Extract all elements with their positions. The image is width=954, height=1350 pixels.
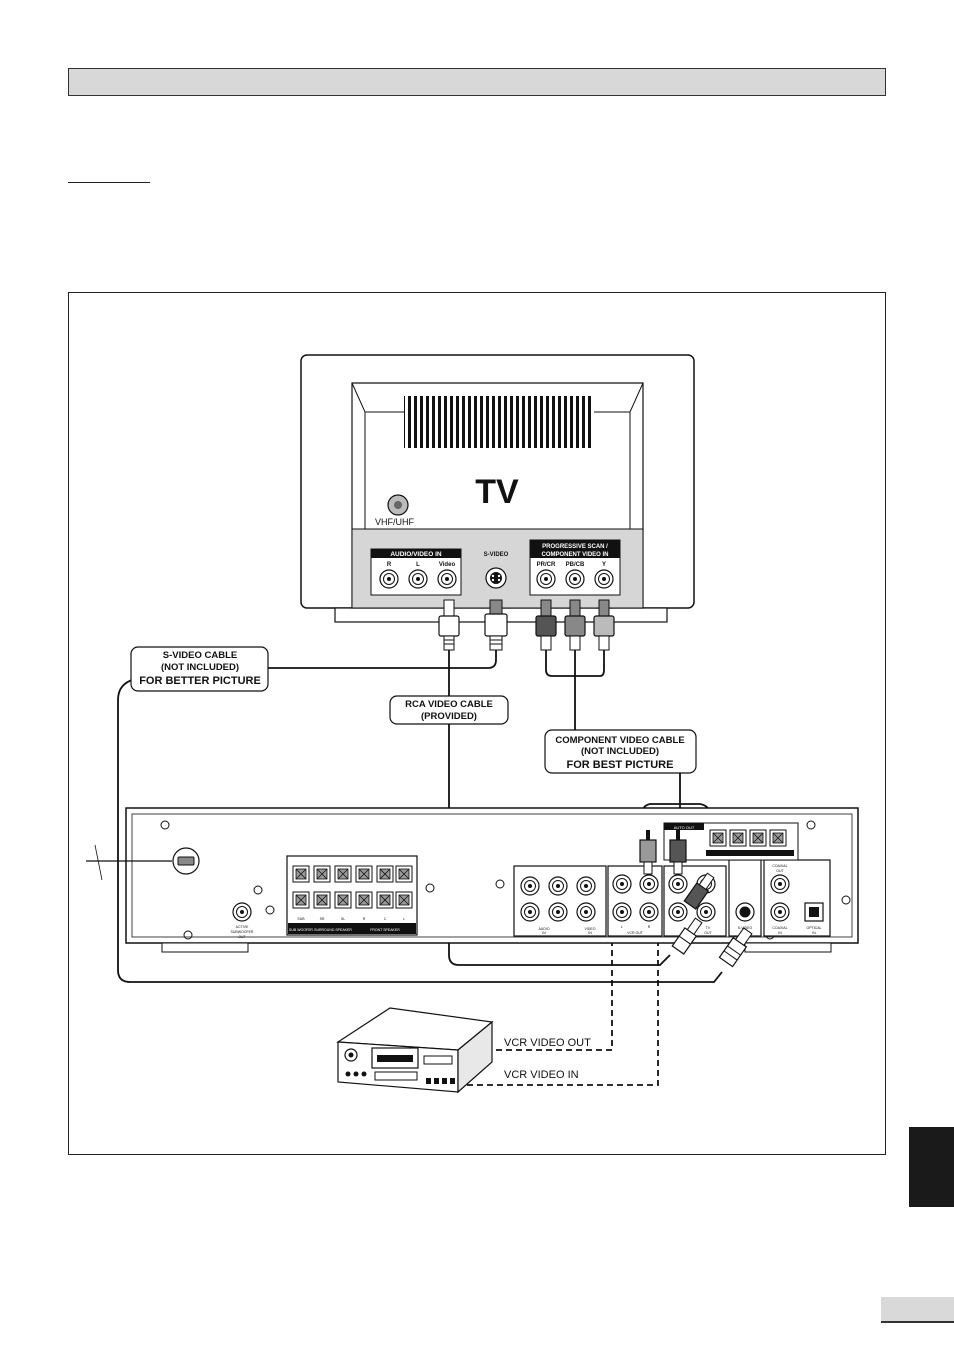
svg-text:RCA VIDEO CABLE: RCA VIDEO CABLE xyxy=(405,699,493,710)
page-number-tab xyxy=(881,1297,954,1323)
svg-text:IN: IN xyxy=(778,931,782,935)
svg-text:S-VIDEO: S-VIDEO xyxy=(738,926,753,930)
svg-text:IN: IN xyxy=(812,931,816,935)
svg-text:S-VIDEO CABLE: S-VIDEO CABLE xyxy=(163,650,237,661)
svg-text:OUT: OUT xyxy=(238,935,246,939)
tv-pr-jack xyxy=(536,569,556,589)
tv-vent-grille xyxy=(404,396,594,448)
svg-text:TV: TV xyxy=(706,926,711,930)
chapter-side-tab xyxy=(909,1127,954,1207)
rca-plug-receiver xyxy=(671,917,703,955)
component-jack-label-pb: PB/CB xyxy=(566,562,585,568)
svg-text:SUB WOOFER: SUB WOOFER xyxy=(289,928,313,932)
svg-text:SUBWOOFER: SUBWOOFER xyxy=(231,930,254,934)
component-group-label-2: COMPONENT VIDEO IN xyxy=(541,552,608,558)
component-jack-label-pr: PR/CR xyxy=(537,562,556,568)
svg-text:SUB: SUB xyxy=(297,917,305,921)
svideo-plug-top xyxy=(484,599,508,651)
av-jack-label-video: Video xyxy=(439,562,456,568)
component-jack-label-y: Y xyxy=(602,562,606,568)
vcr-video-out-label: VCR VIDEO OUT xyxy=(504,1037,591,1049)
section-header-bar xyxy=(68,68,886,96)
svg-text:AUTO OUT: AUTO OUT xyxy=(674,825,695,830)
audio-video-in-block: AUDIO IN VIDEO IN xyxy=(513,865,607,937)
vcr-video-out-line xyxy=(492,940,613,1051)
svg-text:(PROVIDED): (PROVIDED) xyxy=(421,711,477,722)
svideo-cable-upper xyxy=(268,650,497,669)
svg-text:OPTICAL: OPTICAL xyxy=(807,926,822,930)
antenna-jack-icon xyxy=(387,494,409,516)
rca-cable-lower xyxy=(448,724,671,966)
tv-pb-jack xyxy=(565,569,585,589)
av-jack-label-l: L xyxy=(416,562,420,568)
svg-text:VIDEO: VIDEO xyxy=(585,927,596,931)
heading-underline xyxy=(68,182,150,183)
svg-text:L: L xyxy=(621,925,623,929)
power-socket-icon xyxy=(86,844,200,881)
tv-y-jack xyxy=(594,569,614,589)
component-group-label-1: PROGRESSIVE SCAN / xyxy=(542,544,608,550)
vcr-device-icon xyxy=(336,1007,494,1094)
svg-text:COAXIAL: COAXIAL xyxy=(772,926,787,930)
svg-text:FOR BEST PICTURE: FOR BEST PICTURE xyxy=(567,759,674,771)
svg-text:COAXIAL: COAXIAL xyxy=(772,864,787,868)
digital-audio-block: COAXIAL OUT COAXIAL IN OPTICAL IN xyxy=(763,859,831,937)
svg-text:SL: SL xyxy=(341,917,345,921)
svg-text:C: C xyxy=(384,917,387,921)
component-cable-label: COMPONENT VIDEO CABLE (NOT INCLUDED) FOR… xyxy=(544,729,697,774)
svideo-out-block: S-VIDEO OUT xyxy=(728,859,762,937)
vcr-video-in-line xyxy=(460,920,659,1086)
speaker-terminals: SUB SR SL R C L SUB WOOFER SURROUND SPEA… xyxy=(286,855,418,936)
svg-text:SR: SR xyxy=(320,917,325,921)
svg-text:OUT: OUT xyxy=(776,869,784,873)
svideo-cable-label: S-VIDEO CABLE (NOT INCLUDED) FOR BETTER … xyxy=(130,646,269,692)
vcr-out-block: L R VCR OUT xyxy=(607,865,663,937)
svg-text:IN: IN xyxy=(588,931,592,935)
antenna-label: VHF/UHF xyxy=(375,517,414,527)
rca-video-plug-top xyxy=(438,599,460,651)
svg-text:R: R xyxy=(363,917,366,921)
diagram-frame xyxy=(68,292,886,1155)
svg-text:IN: IN xyxy=(542,931,546,935)
component-plugs-top xyxy=(535,599,615,651)
svg-text:R: R xyxy=(648,925,651,929)
rca-cable-label: RCA VIDEO CABLE (PROVIDED) xyxy=(389,695,509,725)
svg-text:SURROUND SPEAKER: SURROUND SPEAKER xyxy=(314,928,352,932)
receiver-back-panel: ACTIVE SUBWOOFER OUT SUB SR SL R C L SUB… xyxy=(86,807,859,968)
svg-text:VCR OUT: VCR OUT xyxy=(627,931,644,935)
svg-text:L: L xyxy=(403,917,405,921)
svg-text:FOR BETTER PICTURE: FOR BETTER PICTURE xyxy=(139,675,261,687)
svg-text:(NOT INCLUDED): (NOT INCLUDED) xyxy=(581,746,659,757)
tv-svideo-jack xyxy=(485,567,507,589)
vcr-video-in-label: VCR VIDEO IN xyxy=(504,1069,579,1081)
component-plugs-receiver xyxy=(639,830,715,910)
svg-text:ACTIVE: ACTIVE xyxy=(236,925,249,929)
svg-text:OUT: OUT xyxy=(704,931,712,935)
svideo-plug-receiver xyxy=(718,927,753,968)
av-in-group-label: AUDIO/VIDEO IN xyxy=(390,551,442,558)
tv-set: TV VHF/UHF AUDIO/VIDEO IN R L Video S-VI… xyxy=(300,354,695,623)
subwoofer-out-jack: ACTIVE SUBWOOFER OUT xyxy=(231,902,254,939)
tv-svideo-label: S-VIDEO xyxy=(484,552,509,558)
svg-text:COMPONENT VIDEO CABLE: COMPONENT VIDEO CABLE xyxy=(555,735,684,746)
svg-text:AUDIO: AUDIO xyxy=(538,927,549,931)
svg-text:(NOT INCLUDED): (NOT INCLUDED) xyxy=(161,662,239,673)
av-jack-label-r: R xyxy=(387,562,392,568)
tv-audio-r-jack xyxy=(379,569,399,589)
svg-text:FRONT SPEAKER: FRONT SPEAKER xyxy=(370,928,400,932)
tv-title: TV xyxy=(475,473,519,511)
tv-audio-l-jack xyxy=(408,569,428,589)
svideo-cable-lower xyxy=(117,679,723,983)
tv-video-jack xyxy=(437,569,457,589)
